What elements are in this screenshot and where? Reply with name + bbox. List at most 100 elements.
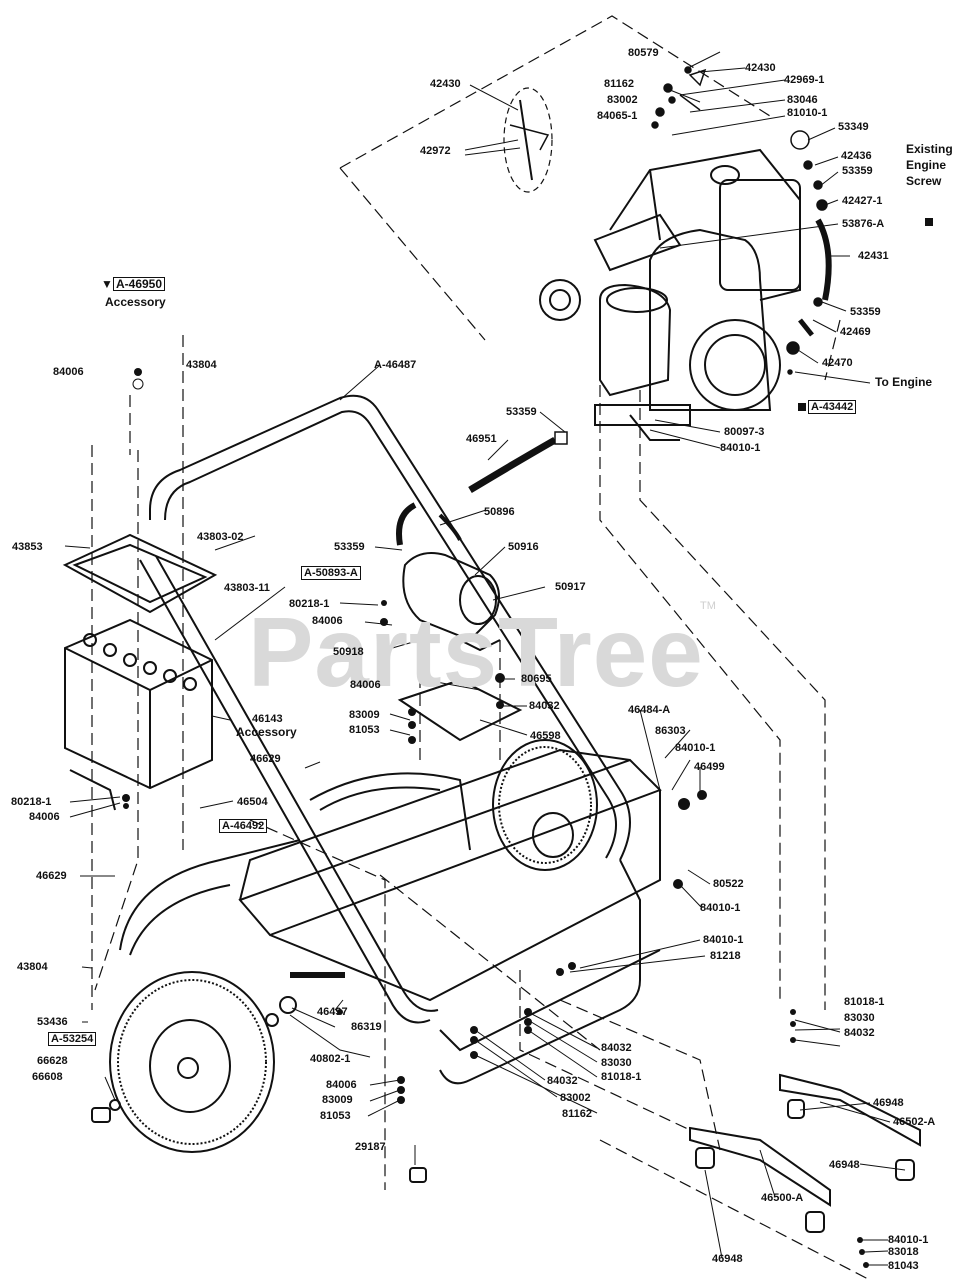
part-label: 84010-1 [703, 934, 744, 946]
part-label: 66628 [37, 1055, 68, 1067]
part-label: 50916 [508, 541, 539, 553]
part-label: 46504 [237, 796, 268, 808]
part-label: 43853 [12, 541, 43, 553]
note-to-engine: To Engine [875, 375, 933, 389]
part-label: 80218-1 [11, 796, 52, 808]
watermark: PartsTree [248, 597, 704, 707]
part-label: 46629 [36, 870, 67, 882]
part-label: 83018 [888, 1246, 919, 1258]
part-label: 42431 [858, 250, 889, 262]
part-label: A-46487 [374, 359, 417, 371]
part-label: 42469 [840, 326, 871, 338]
part-label: 42436 [841, 150, 872, 162]
part-label: 84065-1 [597, 110, 638, 122]
part-label: 40802-1 [310, 1053, 351, 1065]
part-label: 84006 [326, 1079, 357, 1091]
legend-symbol: ▼ [101, 277, 113, 291]
leader-lines [64, 51, 906, 1266]
part-label: 50896 [484, 506, 515, 518]
square-symbol [925, 218, 933, 226]
part-label: 42430 [745, 62, 776, 74]
part-label: 84010-1 [888, 1234, 929, 1246]
part-label: 46948 [829, 1159, 860, 1171]
part-label: 42470 [822, 357, 853, 369]
note-screw: Screw [906, 174, 942, 188]
part-label: 46143 [252, 713, 283, 725]
engine [539, 148, 801, 441]
part-label: 84032 [844, 1027, 875, 1039]
part-label: 83030 [601, 1057, 632, 1069]
battery [62, 533, 218, 811]
part-label: 81053 [320, 1110, 351, 1122]
part-label: 46500-A [761, 1192, 804, 1204]
part-label: 83009 [322, 1094, 353, 1106]
part-label: 86319 [351, 1021, 382, 1033]
part-label: 84032 [547, 1075, 578, 1087]
part-label: 43804 [186, 359, 217, 371]
part-label: 46502-A [893, 1116, 936, 1128]
part-label: 53359 [334, 541, 365, 553]
part-label: 86303 [655, 725, 686, 737]
part-label: 83002 [560, 1092, 591, 1104]
part-label: 66608 [32, 1071, 63, 1083]
part-label: 84010-1 [675, 742, 716, 754]
fastener-dots [122, 368, 869, 1268]
part-label: 46484-A [628, 704, 671, 716]
note-existing: Existing [906, 142, 953, 156]
part-label: 81162 [604, 78, 634, 90]
part-label: A-46492 [219, 819, 268, 833]
part-label: 42972 [420, 145, 451, 157]
mounting-rails [409, 1073, 921, 1233]
part-label: 81010-1 [787, 107, 828, 119]
part-label: 81162 [562, 1108, 592, 1120]
part-label: 84032 [529, 700, 560, 712]
part-label: 84010-1 [700, 902, 741, 914]
frame [119, 394, 662, 1085]
part-label: 46951 [466, 433, 497, 445]
part-label: 84006 [312, 615, 343, 627]
part-label: 53436 [37, 1016, 68, 1028]
note-accessory: Accessory [105, 295, 166, 309]
part-label: 53359 [842, 165, 873, 177]
trademark-mark: TM [700, 600, 716, 612]
muffler [396, 502, 523, 742]
part-label: 84006 [29, 811, 60, 823]
part-label: 53349 [838, 121, 869, 133]
part-label: 83009 [349, 709, 380, 721]
square-symbol [798, 403, 806, 411]
part-label: 42427-1 [842, 195, 883, 207]
part-label: 80579 [628, 47, 659, 59]
part-label: 43803-11 [224, 582, 270, 594]
part-label: 81043 [888, 1260, 919, 1272]
legend-box: A-46950 [113, 277, 166, 291]
part-label: 53359 [850, 306, 881, 318]
part-label: 53876-A [842, 218, 885, 230]
part-label: 80218-1 [289, 598, 330, 610]
part-label: 29187 [355, 1141, 386, 1153]
part-label: 83002 [607, 94, 638, 106]
part-label: 46598 [530, 730, 561, 742]
part-label: 46497 [317, 1006, 348, 1018]
part-label: 43804 [17, 961, 48, 973]
part-label: 46629 [250, 753, 281, 765]
part-label: 80695 [521, 673, 552, 685]
part-label: 81218 [710, 950, 741, 962]
part-label: 46499 [694, 761, 725, 773]
part-label: 42969-1 [784, 74, 825, 86]
part-label: 81018-1 [601, 1071, 642, 1083]
part-label: 53359 [506, 406, 537, 418]
wheels [91, 739, 598, 1153]
fuel-line [468, 431, 568, 494]
part-label: 81053 [349, 724, 380, 736]
part-label: 84010-1 [720, 442, 761, 454]
part-label: 83046 [787, 94, 818, 106]
part-label: 42430 [430, 78, 461, 90]
part-label: 83030 [844, 1012, 875, 1024]
part-label: 84032 [601, 1042, 632, 1054]
part-label: 50917 [555, 581, 586, 593]
part-label: 43803-02 [197, 531, 244, 543]
part-label: 46948 [712, 1253, 743, 1265]
part-label: A-50893-A [301, 566, 361, 580]
part-label: A-53254 [48, 1032, 97, 1046]
